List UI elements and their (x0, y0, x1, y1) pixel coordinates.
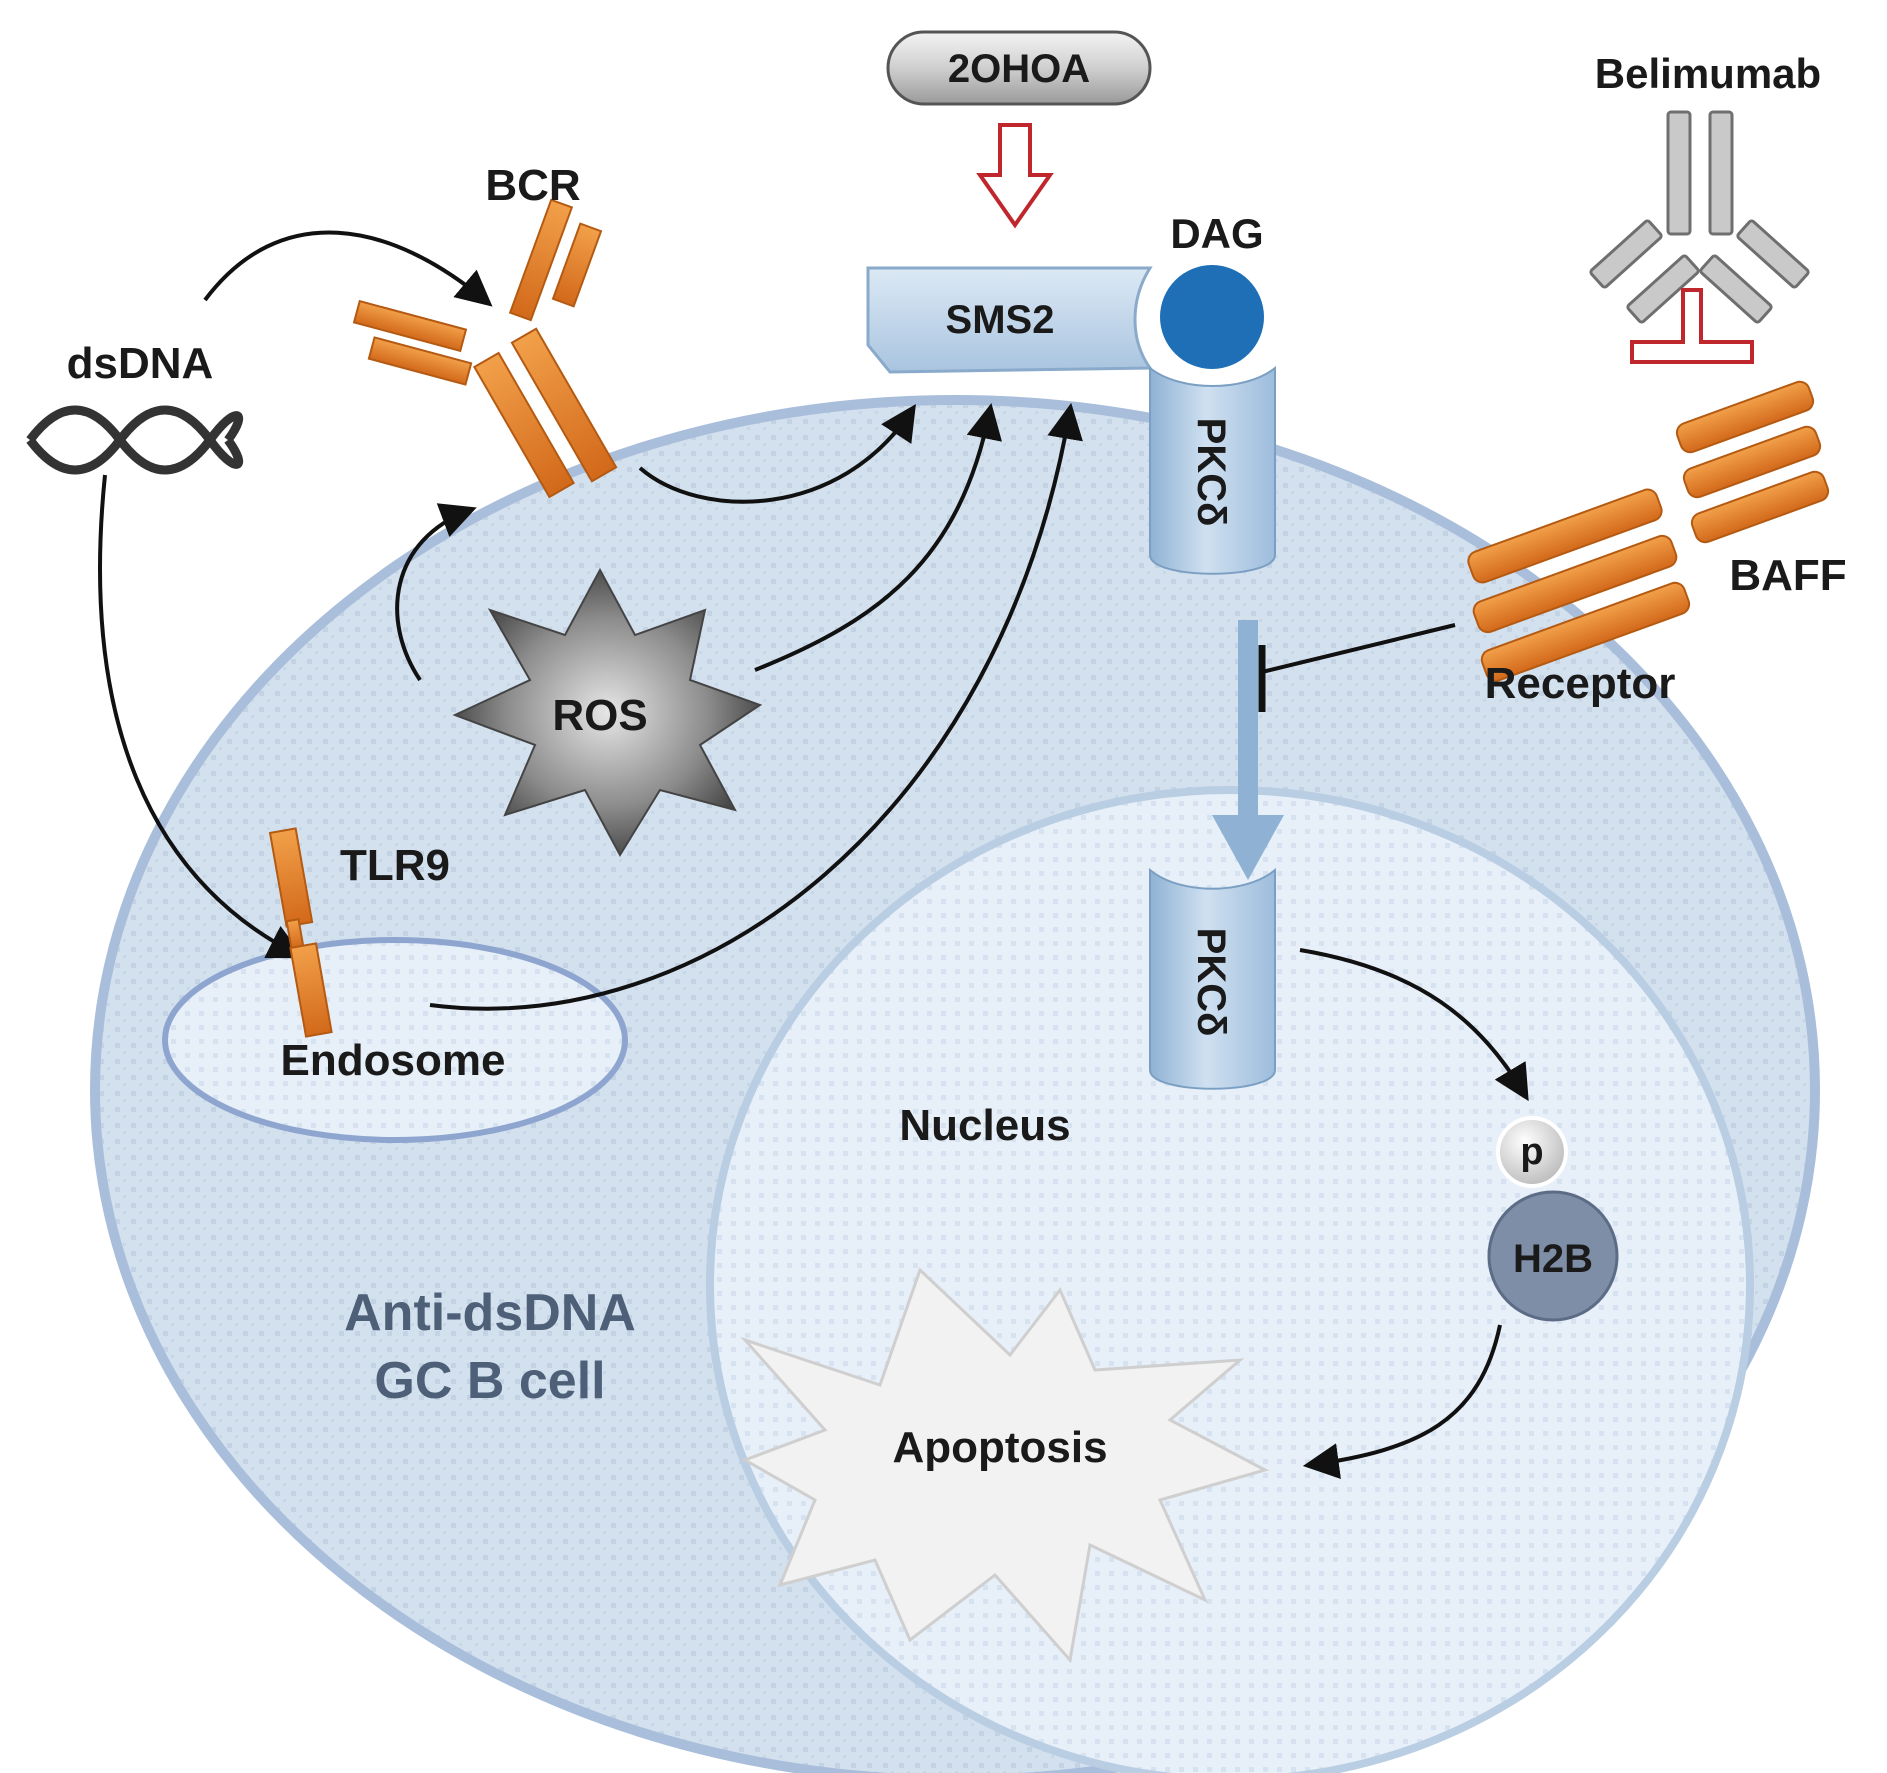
pkc-nuclear: PKCδ (1149, 867, 1276, 1090)
translocation-arrow (1212, 620, 1284, 880)
endosome-label: Endosome (281, 1036, 506, 1085)
sms2-enzyme: SMS2 (866, 266, 1153, 374)
nucleus-label: Nucleus (899, 1101, 1070, 1150)
arrow-h2b-to-apoptosis (1302, 1324, 1502, 1479)
tlr9-receptor (268, 827, 333, 1038)
baff-ligand (1675, 380, 1830, 544)
pkc-membrane-label: PKCδ (1189, 418, 1233, 527)
dag-lipid (1150, 255, 1274, 379)
phosphate-label: p (1520, 1131, 1543, 1173)
ros-burst-icon: ROS (452, 567, 763, 858)
apoptosis-label: Apoptosis (892, 1423, 1107, 1472)
arrow-pkc-to-h2b (1299, 948, 1529, 1102)
pkc-membrane: PKCδ (1149, 365, 1276, 575)
arrow-ros-to-bcr (395, 503, 477, 682)
arrow-dsdna-to-bcr (203, 230, 493, 307)
baff-receptor (1467, 488, 1691, 682)
ros-label: ROS (552, 691, 647, 740)
belimumab-label: Belimumab (1595, 50, 1821, 97)
sms2-label: SMS2 (946, 298, 1055, 342)
bcr-receptor (352, 198, 618, 499)
baff-label: BAFF (1729, 551, 1846, 600)
dsdna-helix-icon (26, 405, 244, 475)
arrow-bcr-to-sms2 (638, 403, 916, 504)
cell-type-label-line2: GC B cell (374, 1352, 605, 1410)
arrow-ros-to-sms2 (754, 402, 1002, 672)
receptor-label: Receptor (1485, 659, 1676, 708)
h2b-histone: H2B (1487, 1190, 1619, 1322)
h2b-label: H2B (1513, 1237, 1593, 1281)
endosome (162, 937, 628, 1143)
tlr9-label: TLR9 (340, 841, 450, 890)
arrow-dsdna-to-endosome (98, 474, 305, 959)
belimumab-block-icon (1630, 288, 1754, 364)
dsdna-label: dsDNA (67, 339, 214, 388)
cell-type-label-line1: Anti-dsDNA (344, 1284, 636, 1342)
arrow-endosome-to-sms2 (429, 402, 1083, 1011)
apoptosis-burst-icon: Apoptosis (740, 1267, 1270, 1664)
drug-label: 2OHOA (948, 47, 1090, 91)
pathway-arrows (98, 230, 1529, 1479)
bcr-label: BCR (485, 161, 580, 210)
drug-2ohoa: 2OHOA (886, 30, 1152, 229)
phosphate-group: p (1496, 1116, 1568, 1188)
dag-label: DAG (1170, 210, 1263, 257)
pkc-nuclear-label: PKCδ (1189, 928, 1233, 1037)
inhibit-receptor-to-translocation (1261, 623, 1456, 674)
belimumab-antibody-icon (1589, 110, 1810, 324)
